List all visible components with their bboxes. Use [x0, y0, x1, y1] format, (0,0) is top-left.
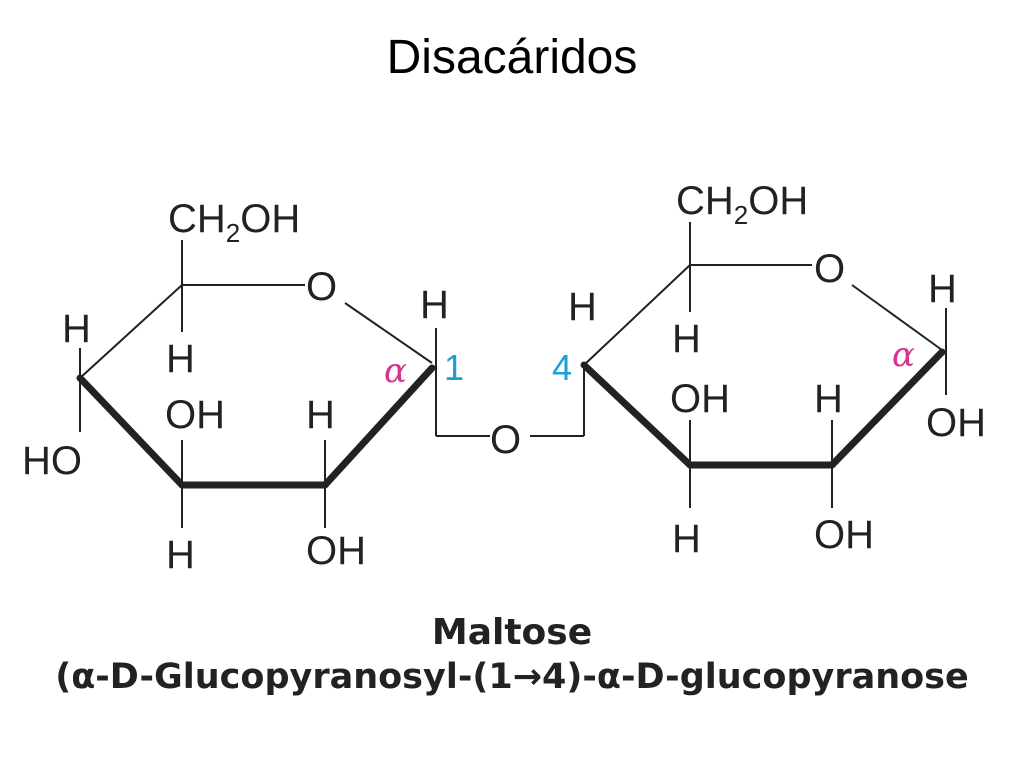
left-glucose-ring: CH2OH O H HO H OH H H OH H α 1 — [22, 197, 490, 577]
right-h-c4: H — [568, 285, 597, 329]
right-ring-oxygen: O — [814, 247, 845, 291]
left-alpha-label: α — [384, 351, 407, 391]
molecule-name: Maltose — [431, 612, 593, 653]
left-h-c4: H — [62, 307, 91, 351]
right-ch2oh-label: CH2OH — [676, 179, 808, 230]
left-ho-c4: HO — [22, 439, 82, 483]
right-h-bottom: H — [672, 517, 701, 561]
molecule-caption: Maltose (α-D-Glucopyranosyl-(1→4)-α-D-gl… — [0, 612, 1024, 697]
page-title: Disacáridos — [386, 31, 638, 84]
right-oh-c1: OH — [926, 401, 986, 445]
bold-bond — [828, 348, 946, 469]
molecule-iupac-name: (α-D-Glucopyranosyl-(1→4)-α-D-glucopyran… — [55, 657, 969, 697]
right-oh-bottom: OH — [814, 513, 874, 557]
right-alpha-label: α — [892, 335, 915, 375]
bold-bond — [76, 374, 186, 489]
bond — [79, 284, 183, 379]
left-oh-bottom: OH — [306, 529, 366, 573]
bond — [851, 284, 943, 351]
maltose-structure-diagram: CH2OH O H HO H OH H H OH H α 1 O CH2OH O… — [22, 179, 986, 577]
glycosidic-oxygen: O — [490, 418, 521, 462]
bond — [344, 302, 433, 364]
right-position-4: 4 — [552, 347, 572, 388]
left-ring-oxygen: O — [306, 265, 337, 309]
left-position-1: 1 — [444, 347, 464, 388]
left-ch2oh-label: CH2OH — [168, 197, 300, 248]
left-h-c2: H — [306, 393, 335, 437]
right-oh-c3: OH — [670, 377, 730, 421]
right-h-c2: H — [814, 377, 843, 421]
left-h-c5: H — [166, 337, 195, 381]
bold-bond — [321, 364, 436, 489]
left-oh-c3: OH — [165, 393, 225, 437]
bond — [583, 264, 691, 366]
left-h-bottom: H — [166, 533, 195, 577]
left-h-c1: H — [420, 283, 449, 327]
right-h-c5: H — [672, 317, 701, 361]
right-glucose-ring: CH2OH O H 4 H OH H H OH H OH α — [552, 179, 986, 561]
bold-bond — [580, 361, 694, 469]
right-h-c1: H — [928, 267, 957, 311]
